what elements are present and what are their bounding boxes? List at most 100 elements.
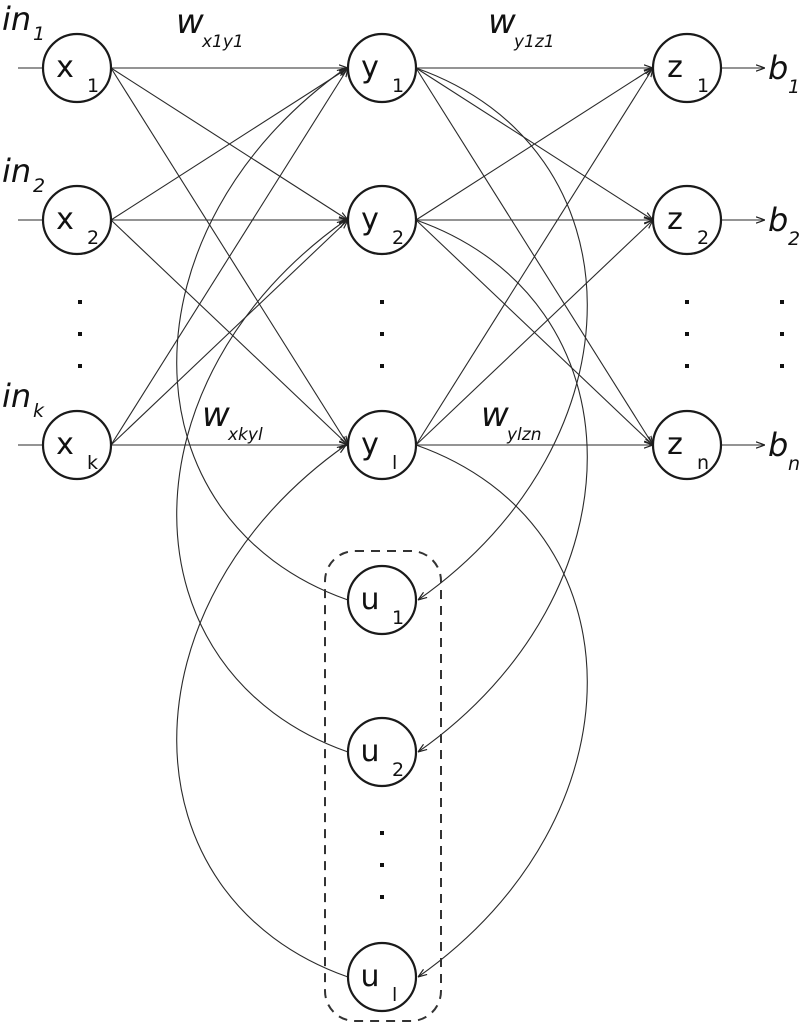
node-zn: zn (651, 409, 723, 481)
edge-xk-y2 (110, 220, 348, 446)
edge-yl-z1 (415, 68, 653, 446)
node-circle (651, 184, 723, 256)
node-xk: xk (41, 409, 113, 481)
node-ul: ul (346, 941, 418, 1013)
node-label: x (56, 427, 74, 462)
copy-edge-y2-u2 (415, 219, 588, 752)
node-circle (346, 564, 418, 636)
node-subscript: 2 (392, 227, 404, 249)
node-subscript: n (697, 452, 709, 474)
ellipsis-dot (78, 300, 82, 304)
node-label: y (361, 202, 379, 237)
node-label: x (56, 50, 74, 85)
output-label-ellipsis (780, 300, 784, 368)
ellipsis-dot (380, 895, 384, 899)
node-subscript: 1 (87, 75, 99, 97)
weight-label-subscript: xkyl (227, 425, 263, 445)
recurrent-edge-u1-y1 (176, 68, 349, 601)
node-label: y (361, 50, 379, 85)
weight-label-base: w (488, 2, 516, 42)
node-circle (41, 32, 113, 104)
node-label: z (667, 50, 683, 85)
node-label: u (360, 959, 379, 994)
ellipsis-dot (380, 863, 384, 867)
edge-y2-z1 (415, 68, 653, 221)
node-x2: x2 (41, 184, 113, 256)
node-label: u (360, 734, 379, 769)
node-circle (346, 409, 418, 481)
node-subscript: 2 (87, 227, 99, 249)
node-circle (41, 409, 113, 481)
node-subscript: 2 (392, 759, 404, 781)
node-circle (651, 32, 723, 104)
node-subscript: l (392, 452, 397, 474)
input-label-text: in (2, 377, 31, 415)
node-circle (346, 32, 418, 104)
input-label-text: in (2, 152, 31, 190)
node-subscript: 1 (392, 607, 404, 629)
copy-edge-y1-u1 (415, 67, 588, 600)
ellipsis-dot (78, 332, 82, 336)
node-z2: z2 (651, 184, 723, 256)
node-z1: z1 (651, 32, 723, 104)
output-ellipsis (685, 300, 689, 368)
node-y2: y2 (346, 184, 418, 256)
ellipsis-dot (380, 300, 384, 304)
output-label-text: b (768, 426, 788, 464)
output-label-text: b (768, 49, 788, 87)
node-subscript: 1 (697, 75, 709, 97)
node-subscript: 1 (392, 75, 404, 97)
ellipsis-dot (78, 364, 82, 368)
edges-layer (18, 68, 765, 977)
output-label-subscript: 1 (788, 76, 800, 98)
node-circle (651, 409, 723, 481)
input-label-text: in (2, 0, 31, 38)
node-label: z (667, 202, 683, 237)
ellipsis-dot (380, 364, 384, 368)
ellipsis-dot (780, 300, 784, 304)
weight-label-subscript: ylzn (506, 425, 541, 445)
input-label-subscript: 2 (33, 175, 45, 197)
ellipsis-dot (780, 332, 784, 336)
input-label-subscript: 1 (33, 23, 45, 45)
weight-label-base: w (481, 395, 509, 435)
hidden-ellipsis (380, 300, 384, 368)
edge-yl-z2 (415, 220, 653, 446)
node-u2: u2 (346, 716, 418, 788)
edge-x2-y1 (110, 68, 348, 221)
weight-label-subscript: y1z1 (513, 32, 555, 52)
node-y1: y1 (346, 32, 418, 104)
node-label: y (361, 427, 379, 462)
ellipsis-dot (380, 831, 384, 835)
context-layer-group-box (324, 550, 442, 1022)
ellipsis-dot (685, 364, 689, 368)
ellipsis-dot (685, 332, 689, 336)
recurrent-edge-u2-y2 (176, 220, 349, 753)
node-subscript: 2 (697, 227, 709, 249)
node-label: u (360, 582, 379, 617)
output-label-subscript: n (788, 453, 800, 475)
edge-xk-y1 (110, 68, 348, 446)
ellipsis-dot (380, 332, 384, 336)
recurrent-edge-ul-yl (176, 445, 349, 978)
input-label-subscript: k (33, 400, 45, 422)
ellipsis-dot (685, 300, 689, 304)
output-label-text: b (768, 201, 788, 239)
node-label: x (56, 202, 74, 237)
weight-label-subscript: x1y1 (201, 32, 244, 52)
node-x1: x1 (41, 32, 113, 104)
output-label-subscript: 2 (788, 228, 800, 250)
node-label: z (667, 427, 683, 462)
node-circle (346, 184, 418, 256)
